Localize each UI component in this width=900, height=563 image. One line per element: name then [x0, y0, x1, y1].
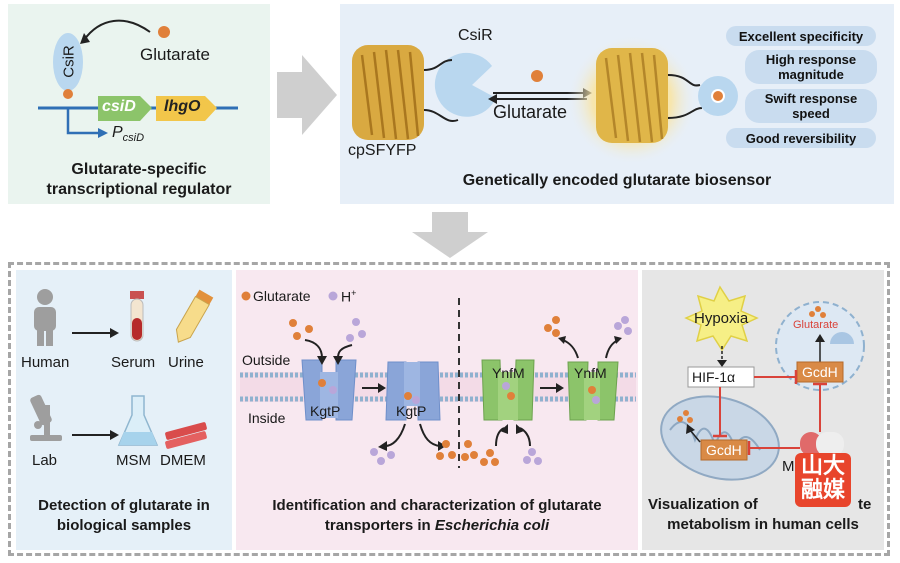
gene-lhgo-label: lhgO [164, 98, 201, 115]
gene-lhgo [156, 96, 217, 121]
ynfm-label-left: YnfM [492, 365, 525, 381]
gene-csid-label: csiD [102, 98, 136, 115]
metabolism-caption-line2: metabolism in human cells [667, 516, 859, 533]
ynfm-open-out [567, 361, 619, 421]
regulator-caption: Glutarate-specific transcriptional regul… [8, 160, 270, 200]
right-flow-arrow [277, 55, 337, 135]
metabolism-caption-line1: Visualization of [648, 496, 758, 513]
legend-glutarate-dot [241, 291, 251, 301]
feature-excellent-specificity: Excellent specificity [726, 26, 876, 46]
transporter-caption: Identification and characterization of g… [236, 496, 638, 536]
feature-good-reversibility: Good reversibility [726, 128, 876, 148]
csir-bound-dot [63, 89, 73, 99]
fp-barrel-right [596, 48, 668, 143]
regulator-caption-line2: transcriptional regulator [46, 181, 232, 198]
gcdh-label-mito: GcdH [706, 442, 742, 458]
transporter-caption-line1: Identification and characterization of g… [272, 497, 602, 514]
biosensor-glutarate-label: Glutarate [493, 102, 568, 122]
detection-caption: Detection of glutarate in biological sam… [16, 496, 232, 536]
down-flow-arrow [412, 212, 488, 258]
legend-h-dot [328, 291, 338, 301]
inside-label: Inside [248, 410, 286, 426]
free-glutarate-dot [531, 70, 543, 82]
serum-tube-icon [130, 291, 144, 342]
glutarate-label: Glutarate [140, 45, 210, 64]
fp-barrel-left [352, 45, 424, 140]
outside-label: Outside [242, 352, 291, 368]
ynfm-label-right: YnfM [574, 365, 607, 381]
gene-csid [98, 96, 152, 121]
microscope-icon [30, 394, 62, 441]
hypoxia-label: Hypoxia [694, 310, 749, 327]
csir-open [434, 52, 496, 117]
flask-icon [117, 395, 159, 446]
regulator-caption-line1: Glutarate-specific [71, 161, 207, 178]
csir-protein [53, 33, 83, 91]
ynfm-open-in [481, 359, 535, 421]
hypoxia-burst [684, 285, 759, 352]
kgtp-label-right: KgtP [396, 403, 427, 419]
human-label: Human [21, 354, 70, 371]
promoter-sub: csiD [122, 132, 145, 145]
panel-bottom-frame [8, 262, 890, 556]
urine-tube-icon [175, 289, 214, 343]
urine-label: Urine [168, 354, 204, 371]
fp-label: cpSFYFP [348, 142, 417, 159]
metabolism-caption-line1-tail: te [858, 496, 872, 513]
gcdh-box-mito [700, 439, 748, 461]
feature-high-response: High response magnitude [745, 50, 877, 84]
species-name: Escherichia coli [434, 517, 550, 534]
human-icon [34, 289, 56, 346]
kgtp-label-left: KgtP [310, 403, 341, 419]
detection-caption-line1: Detection of glutarate in [38, 497, 210, 514]
promoter-main: P [112, 124, 123, 141]
dmem-dish-icon [165, 422, 207, 449]
watermark-logo: 山大 融媒 [795, 453, 851, 507]
partial-m-label: M [782, 458, 795, 475]
biosensor-caption: Genetically encoded glutarate biosensor [462, 172, 772, 189]
bound-glutarate-dot [713, 91, 723, 101]
dmem-label: DMEM [160, 452, 206, 469]
nucleus-glutarate-label: Glutarate [793, 319, 839, 331]
legend-h-label: H+ [341, 288, 356, 305]
kgtp-open-in [385, 361, 441, 421]
transporter-caption-line2: transporters in Escherichia coli [324, 517, 550, 534]
legend-glutarate-label: Glutarate [253, 288, 311, 304]
detection-caption-line2: biological samples [56, 517, 192, 534]
promoter-label: PcsiD [112, 124, 144, 144]
lab-label: Lab [32, 452, 58, 469]
msm-label: MSM [116, 452, 151, 469]
feature-swift-response: Swift response speed [745, 89, 877, 123]
drug-capsule [800, 432, 844, 456]
legend-h-sup: + [351, 288, 357, 298]
biosensor-csir-label: CsiR [458, 27, 493, 44]
glutarate-dot [158, 26, 170, 38]
hif-label: HIF-1α [692, 369, 736, 385]
legend-h: H [341, 288, 352, 305]
gcdh-label-nucleus: GcdH [802, 364, 838, 380]
serum-label: Serum [111, 354, 156, 371]
